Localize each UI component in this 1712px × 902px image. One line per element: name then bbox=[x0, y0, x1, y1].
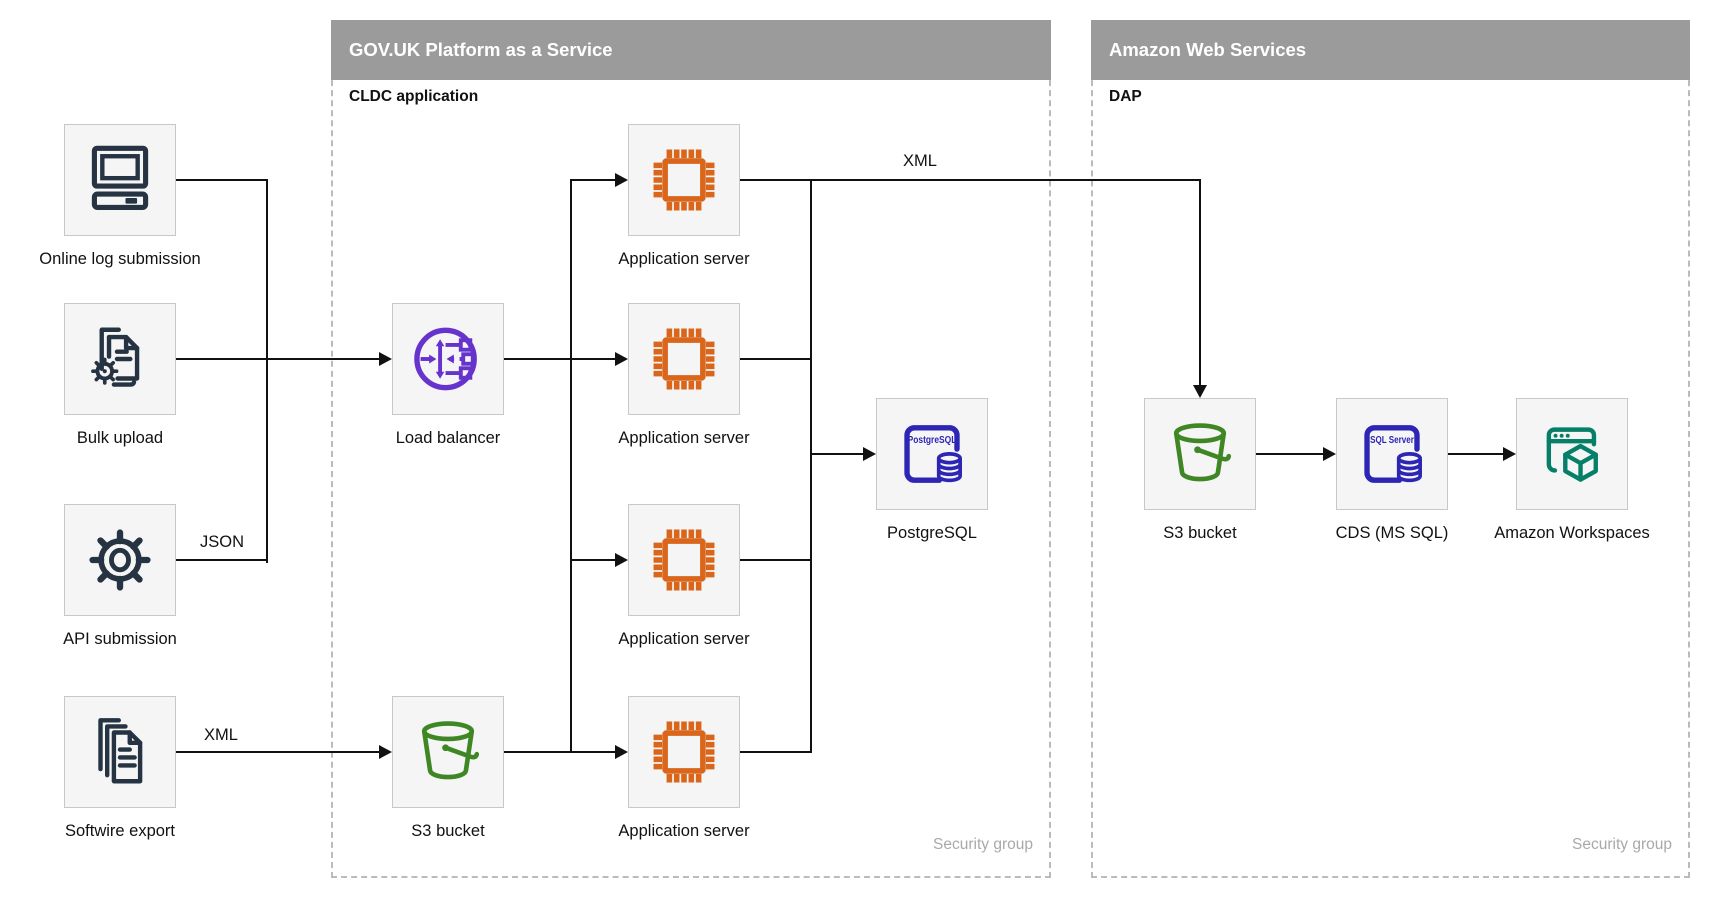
postgresql-icon: PostgreSQL bbox=[904, 425, 962, 483]
node-app-server-2 bbox=[628, 303, 740, 415]
connector-line bbox=[504, 358, 616, 360]
node-label: CDS (MS SQL) bbox=[1335, 524, 1449, 542]
arrowhead bbox=[1323, 447, 1336, 461]
node-label: S3 bucket bbox=[1163, 524, 1237, 542]
connector-line bbox=[740, 179, 1201, 181]
connector-line bbox=[810, 179, 812, 753]
arrowhead bbox=[379, 745, 392, 759]
arrowhead bbox=[1503, 447, 1516, 461]
workspaces-icon bbox=[1546, 427, 1598, 482]
computer-icon bbox=[91, 145, 149, 210]
node-label: Online log submission bbox=[39, 250, 201, 268]
edge-label-json: JSON bbox=[199, 533, 244, 551]
connector-line bbox=[571, 751, 616, 753]
arrowhead bbox=[863, 447, 876, 461]
connector-line bbox=[176, 179, 268, 181]
connector-line bbox=[811, 453, 864, 455]
connector-line bbox=[571, 559, 616, 561]
node-load-balancer bbox=[392, 303, 504, 415]
node-app-server-1 bbox=[628, 124, 740, 236]
node-paas-s3-bucket bbox=[392, 696, 504, 808]
paas-footer-label: Security group bbox=[933, 836, 1033, 853]
connector-line bbox=[504, 751, 572, 753]
load-balancer-icon bbox=[414, 327, 477, 391]
node-label: Bulk upload bbox=[76, 429, 164, 447]
connector-line bbox=[1199, 180, 1201, 386]
arrowhead bbox=[615, 173, 628, 187]
node-app-server-4 bbox=[628, 696, 740, 808]
paas-sublabel: CLDC application bbox=[349, 88, 479, 105]
node-label: Application server bbox=[618, 630, 750, 648]
node-label: Amazon Workspaces bbox=[1494, 524, 1650, 542]
node-api-submission bbox=[64, 504, 176, 616]
connector-line bbox=[176, 358, 380, 360]
node-label: PostgreSQL bbox=[887, 524, 977, 542]
connector-line bbox=[571, 179, 616, 181]
s3-bucket-icon bbox=[421, 721, 480, 780]
arrowhead bbox=[615, 352, 628, 366]
connector-line bbox=[176, 751, 380, 753]
connector-line bbox=[266, 179, 268, 563]
connector-line bbox=[1256, 453, 1324, 455]
aws-sublabel: DAP bbox=[1109, 88, 1142, 105]
chip-icon bbox=[653, 721, 715, 783]
connector-line bbox=[1448, 453, 1504, 455]
chip-icon bbox=[653, 328, 715, 390]
node-aws-s3-bucket bbox=[1144, 398, 1256, 510]
node-postgresql: PostgreSQL bbox=[876, 398, 988, 510]
paas-header: GOV.UK Platform as a Service bbox=[331, 20, 1051, 80]
edge-label-xml-paas-aws: XML bbox=[903, 152, 937, 170]
chip-icon bbox=[653, 529, 715, 591]
node-label: Load balancer bbox=[395, 429, 501, 447]
arrowhead bbox=[615, 553, 628, 567]
document-gear-icon bbox=[91, 327, 140, 387]
connector-line bbox=[740, 358, 812, 360]
node-app-server-3 bbox=[628, 504, 740, 616]
gear-icon bbox=[89, 529, 151, 591]
node-label: S3 bucket bbox=[411, 822, 485, 840]
node-label: Application server bbox=[618, 250, 750, 268]
node-label: API submission bbox=[63, 630, 177, 648]
node-label: Softwire export bbox=[64, 822, 176, 840]
arrowhead bbox=[1193, 385, 1207, 398]
node-bulk-upload bbox=[64, 303, 176, 415]
aws-footer-label: Security group bbox=[1572, 836, 1672, 853]
node-cds-ms-sql: SQL Server bbox=[1336, 398, 1448, 510]
sql-server-icon: SQL Server bbox=[1364, 425, 1422, 483]
connector-line bbox=[176, 559, 268, 561]
documents-stack-icon bbox=[98, 718, 143, 784]
arrowhead bbox=[615, 745, 628, 759]
connector-line bbox=[740, 559, 812, 561]
node-label: Application server bbox=[618, 429, 750, 447]
node-online-log-submission bbox=[64, 124, 176, 236]
node-label: Application server bbox=[618, 822, 750, 840]
connector-line bbox=[740, 751, 812, 753]
aws-header: Amazon Web Services bbox=[1091, 20, 1690, 80]
node-amazon-workspaces bbox=[1516, 398, 1628, 510]
sql-server-icon-text: SQL Server bbox=[1370, 435, 1414, 446]
chip-icon bbox=[653, 149, 715, 211]
postgresql-icon-text: PostgreSQL bbox=[908, 435, 957, 446]
arrowhead bbox=[379, 352, 392, 366]
edge-label-xml-softwire: XML bbox=[204, 726, 238, 744]
node-softwire-export bbox=[64, 696, 176, 808]
connector-line bbox=[570, 179, 572, 753]
s3-bucket-icon bbox=[1173, 423, 1232, 482]
